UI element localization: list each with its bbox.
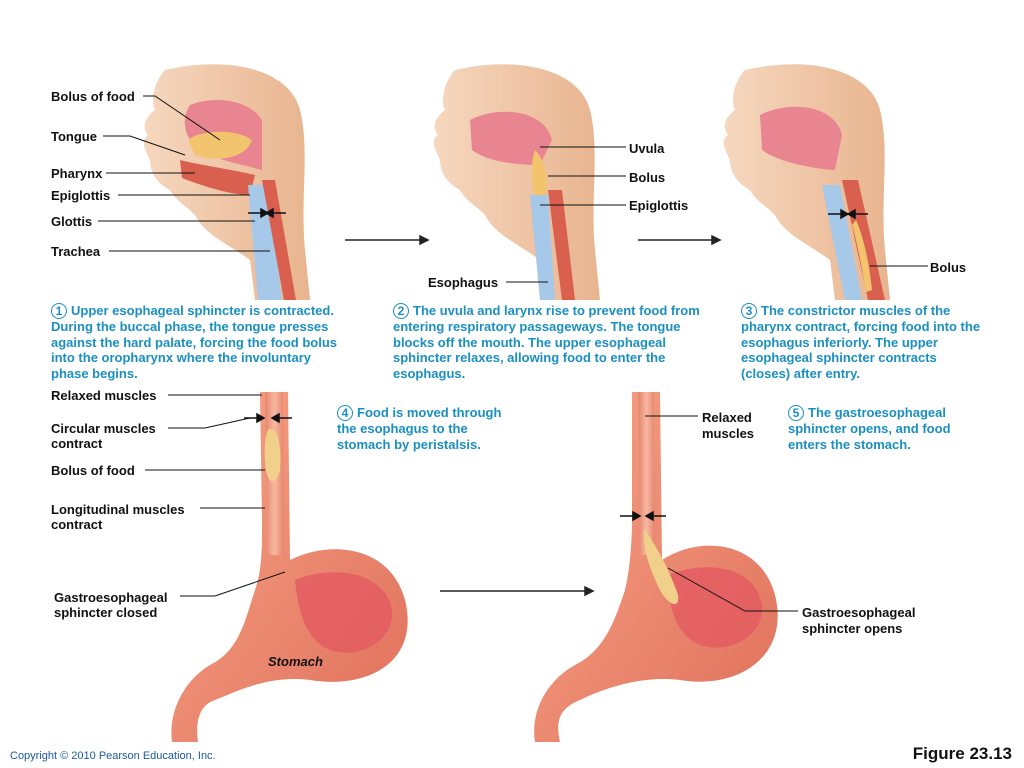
copyright-notice: Copyright © 2010 Pearson Education, Inc. xyxy=(10,750,216,762)
step-2-number: 2 xyxy=(393,303,409,319)
label-bolus-3: Bolus xyxy=(930,260,967,275)
label-longitudinal-2: contract xyxy=(51,517,103,532)
label-glottis: Glottis xyxy=(51,214,93,229)
label-bolus-of-food-1: Bolus of food xyxy=(51,89,135,104)
step-1-number: 1 xyxy=(51,303,67,319)
label-stomach: Stomach xyxy=(268,654,323,669)
leader-lines xyxy=(98,95,928,612)
step-5-text: The gastroesophageal sphincter opens, an… xyxy=(788,405,951,452)
esophagus-stomach-illustration-2 xyxy=(534,392,778,742)
step-3-number: 3 xyxy=(741,303,757,319)
step-3-text: The constrictor muscles of the pharynx c… xyxy=(741,303,981,381)
label-epiglottis-1: Epiglottis xyxy=(51,188,111,203)
label-ges-opens-1: Gastroesophageal xyxy=(802,605,916,620)
label-ges-closed-2: sphincter closed xyxy=(54,605,158,620)
step-2-text: The uvula and larynx rise to prevent foo… xyxy=(393,303,700,381)
flow-arrow-1 xyxy=(345,234,430,246)
label-longitudinal-1: Longitudinal muscles xyxy=(51,502,185,517)
label-epiglottis-2: Epiglottis xyxy=(629,198,689,213)
flow-arrow-3 xyxy=(440,585,595,597)
step-4-text: Food is moved through the esophagus to t… xyxy=(337,405,502,452)
label-relaxed-muscles-4: Relaxed muscles xyxy=(51,388,157,403)
constriction-arrows-1 xyxy=(248,207,286,219)
label-relaxed-5-1: Relaxed xyxy=(702,410,752,425)
head-illustration-3 xyxy=(723,64,890,300)
label-tongue: Tongue xyxy=(51,129,97,144)
label-ges-opens-2: sphincter opens xyxy=(802,621,903,636)
label-esophagus: Esophagus xyxy=(428,275,499,290)
circular-constriction-arrows xyxy=(244,412,292,424)
label-bolus-2: Bolus xyxy=(629,170,666,185)
ges-relax-arrows xyxy=(620,510,666,522)
label-circular-muscles-1: Circular muscles xyxy=(51,421,156,436)
head-illustration-1 xyxy=(143,64,310,300)
step-4-number: 4 xyxy=(337,405,353,421)
figure-number: Figure 23.13 xyxy=(912,744,1012,763)
step-1-text: Upper esophageal sphincter is contracted… xyxy=(51,303,338,381)
flow-arrow-2 xyxy=(638,234,722,246)
label-bolus-of-food-4: Bolus of food xyxy=(51,463,135,478)
esophagus-stomach-illustration-1 xyxy=(171,392,408,742)
step-5-number: 5 xyxy=(788,405,804,421)
head-illustration-2 xyxy=(433,64,600,300)
label-circular-muscles-2: contract xyxy=(51,436,103,451)
label-pharynx: Pharynx xyxy=(51,166,103,181)
label-trachea: Trachea xyxy=(51,244,101,259)
label-relaxed-5-2: muscles xyxy=(702,426,755,441)
label-ges-closed-1: Gastroesophageal xyxy=(54,590,168,605)
label-uvula: Uvula xyxy=(629,141,665,156)
constriction-arrows-3 xyxy=(828,208,868,220)
